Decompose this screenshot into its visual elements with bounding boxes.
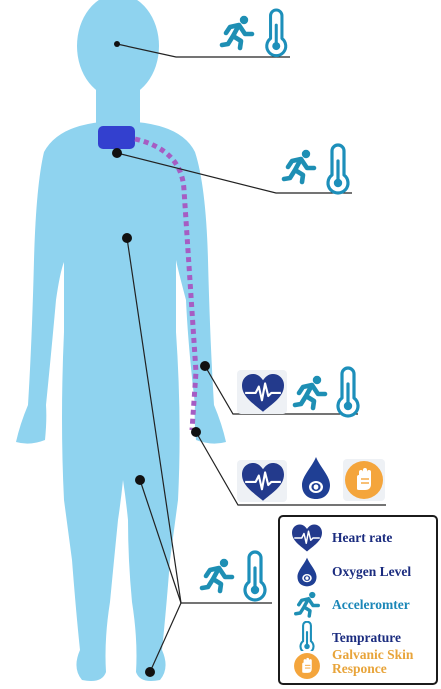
running-person-icon <box>202 559 232 591</box>
legend-item-accelerometer: Acceleromter <box>280 589 436 619</box>
gsr-hand-icon <box>345 461 383 499</box>
legend-item-gsr: Galvanic Skin Responce <box>280 651 436 681</box>
running-person-icon <box>222 16 252 48</box>
head-sensor-group <box>222 10 286 56</box>
oxygen-drop-icon <box>302 457 330 499</box>
forearm-attachment-dot <box>200 361 210 371</box>
legend-label: Temprature <box>332 631 401 645</box>
running-person-icon <box>290 589 324 619</box>
thermometer-icon <box>245 552 265 600</box>
chest-sensor-group <box>284 145 348 193</box>
heart-rate-icon <box>290 523 324 553</box>
thermometer-icon <box>338 368 358 416</box>
legend-label: Oxygen Level <box>332 565 411 579</box>
thermometer-icon <box>290 621 324 651</box>
thigh-attachment-dot <box>135 475 145 485</box>
head-attachment-dot <box>114 41 120 47</box>
thermometer-icon <box>267 10 286 56</box>
chest-hub-device <box>98 126 135 149</box>
torso-attachment-dot <box>122 233 132 243</box>
chest-attachment-dot <box>112 148 122 158</box>
legend-label: Heart rate <box>332 531 392 545</box>
running-person-icon <box>295 376 325 408</box>
legend-item-heart-rate: Heart rate <box>280 523 436 553</box>
ankle-attachment-dot <box>145 667 155 677</box>
wrist-sensor-group <box>237 457 385 502</box>
legend: Heart rate Oxygen Level Acceleromter Tem… <box>278 515 438 685</box>
thermometer-icon <box>328 145 348 193</box>
legend-label: Acceleromter <box>332 598 410 612</box>
legs-sensor-group <box>202 552 265 600</box>
wrist-attachment-dot <box>191 427 201 437</box>
legend-item-oxygen-level: Oxygen Level <box>280 557 436 587</box>
gsr-hand-icon <box>290 651 324 681</box>
forearm-sensor-group <box>237 368 358 416</box>
legend-label: Galvanic Skin Responce <box>332 648 432 676</box>
running-person-icon <box>284 150 314 182</box>
oxygen-drop-icon <box>290 557 324 587</box>
